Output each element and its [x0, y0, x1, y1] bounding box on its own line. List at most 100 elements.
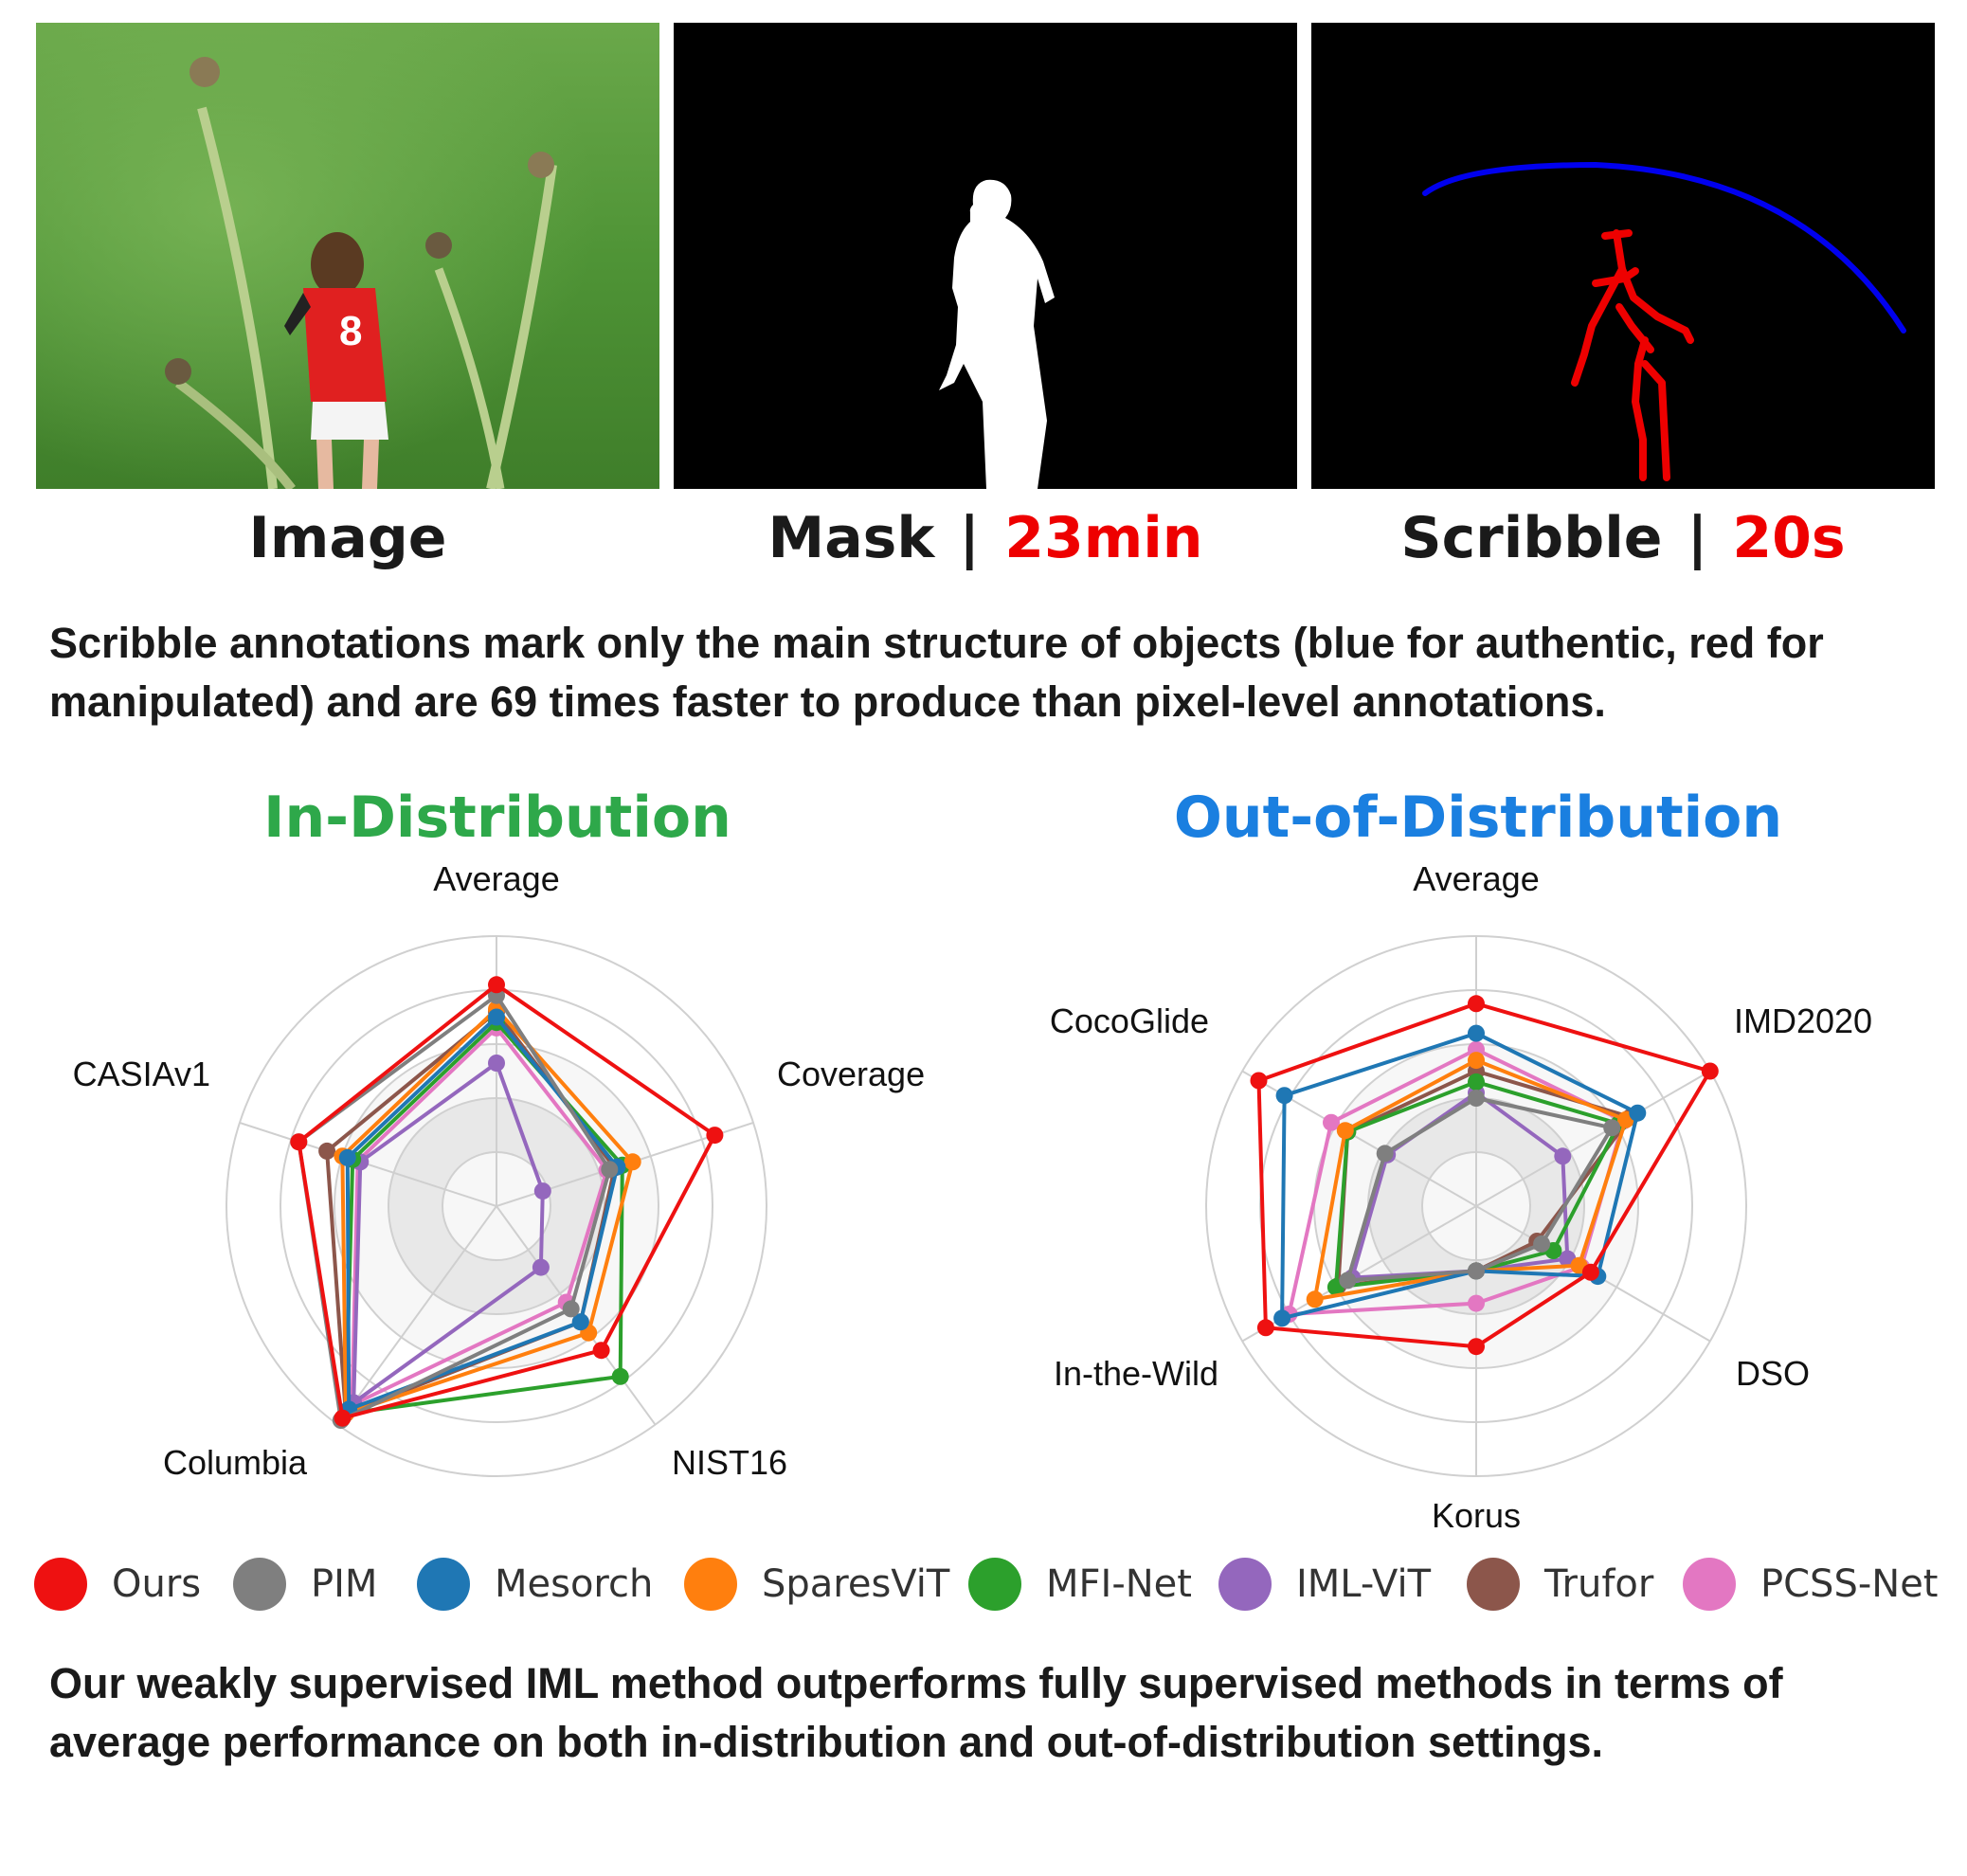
data-point-pim [601, 1161, 619, 1179]
data-point-pim [1468, 1090, 1485, 1107]
axis-label: CocoGlide [1050, 1001, 1209, 1040]
photo-panel: 8 [36, 23, 659, 489]
axis-label: Average [433, 859, 559, 898]
data-point-ours [1256, 1319, 1274, 1337]
caption-separator: | [1687, 505, 1708, 571]
data-point-sparesvit [1468, 1052, 1485, 1070]
legend-marker [1218, 1558, 1272, 1611]
mask-time-label: 23min [1004, 505, 1203, 571]
legend-item-mfi-net: MFI-Net [968, 1554, 1192, 1614]
axis-label: Korus [1432, 1496, 1521, 1535]
image-caption: Image [36, 500, 659, 576]
legend-item-iml-vit: IML-ViT [1218, 1554, 1431, 1614]
data-point-mesorch [1629, 1104, 1647, 1122]
data-point-trufor [318, 1142, 336, 1160]
legend-label: Mesorch [495, 1562, 654, 1606]
grid-spoke [1475, 1070, 1711, 1207]
legend-label: Trufor [1544, 1562, 1654, 1606]
legend-item-pim: PIM [233, 1554, 377, 1614]
series-line-mfi-net [343, 1020, 624, 1416]
mask-caption-label: Mask [767, 505, 935, 571]
data-point-ours [592, 1342, 610, 1360]
data-point-mesorch [1273, 1309, 1291, 1327]
data-point-iml-vit [532, 1258, 550, 1276]
axis-label: NIST16 [672, 1443, 787, 1482]
legend-item-trufor: Trufor [1467, 1554, 1653, 1614]
girl-in-field-photo: 8 [36, 23, 659, 489]
legend-marker [684, 1558, 737, 1611]
data-point-mfi-net [1468, 1073, 1485, 1091]
legend-item-pcss-net: PCSS-Net [1683, 1554, 1938, 1614]
axis-label: CASIAv1 [73, 1055, 210, 1093]
mask-caption: Mask | 23min [674, 500, 1297, 576]
data-point-pim [1339, 1272, 1357, 1290]
scribble-annotation [1311, 23, 1935, 489]
data-point-pcss-net [1468, 1294, 1485, 1312]
mask-panel [674, 23, 1297, 489]
data-point-mesorch [571, 1313, 589, 1331]
person-mask-silhouette [674, 23, 1297, 489]
legend: Ours PIM Mesorch SparesViT MFI-Net IML-ViT Tru… [34, 1554, 1939, 1614]
out-of-distribution-title: Out-of-Distribution [1173, 785, 1783, 851]
scribble-caption: Scribble | 20s [1311, 500, 1935, 576]
axis-label: Average [1413, 859, 1539, 898]
legend-item-mesorch: Mesorch [417, 1554, 653, 1614]
data-point-ours [1581, 1263, 1599, 1281]
legend-marker [1683, 1558, 1736, 1611]
legend-label: IML-ViT [1296, 1562, 1432, 1606]
legend-label: PIM [311, 1562, 378, 1606]
axis-label: In-the-Wild [1054, 1354, 1218, 1393]
top-description: Scribble annotations mark only the main … [49, 619, 1824, 726]
data-point-sparesvit [1306, 1290, 1324, 1308]
legend-item-ours: Ours [34, 1554, 201, 1614]
data-point-ours [1250, 1072, 1268, 1090]
axis-label: DSO [1736, 1354, 1810, 1393]
series-line-sparesvit [340, 1007, 635, 1416]
data-point-mesorch [1275, 1087, 1293, 1105]
data-point-mesorch [488, 1008, 505, 1026]
grid-spoke [336, 1205, 497, 1426]
axis-label: IMD2020 [1734, 1001, 1872, 1040]
data-point-ours [334, 1409, 352, 1427]
axis-label: Columbia [163, 1443, 308, 1482]
data-point-mesorch [338, 1148, 356, 1166]
data-point-sparesvit [623, 1153, 641, 1171]
data-point-ours [290, 1133, 308, 1151]
legend-marker [1467, 1558, 1520, 1611]
data-point-iml-vit [488, 1055, 505, 1072]
legend-marker [968, 1558, 1021, 1611]
data-point-pcss-net [1323, 1113, 1340, 1131]
caption-separator: | [959, 505, 981, 571]
scribble-time-label: 20s [1732, 505, 1846, 571]
legend-label: PCSS-Net [1760, 1562, 1939, 1606]
data-point-ours [1468, 1338, 1485, 1356]
data-point-pim [1533, 1235, 1551, 1253]
data-point-ours [706, 1127, 724, 1145]
data-point-pim [562, 1300, 580, 1318]
data-point-iml-vit [1554, 1147, 1572, 1165]
bottom-description: Our weakly supervised IML method outperf… [49, 1659, 1783, 1766]
series-line-mesorch [345, 1015, 620, 1412]
data-point-mesorch [1468, 1024, 1485, 1042]
data-point-pim [1603, 1119, 1621, 1137]
series-line-iml-vit [352, 1061, 545, 1405]
svg-text:8: 8 [339, 308, 362, 354]
legend-label: Ours [112, 1562, 202, 1606]
data-point-pim [1376, 1145, 1394, 1163]
legend-label: MFI-Net [1046, 1562, 1192, 1606]
series-line-pcss-net [350, 1025, 609, 1407]
scribble-panel [1311, 23, 1935, 489]
scribble-caption-label: Scribble [1400, 505, 1663, 571]
in-distribution-title: In-Distribution [263, 785, 731, 851]
legend-marker [34, 1558, 87, 1611]
legend-item-sparesvit: SparesViT [684, 1554, 949, 1614]
data-point-mfi-net [611, 1367, 629, 1385]
data-point-ours [1701, 1062, 1719, 1080]
data-point-pim [1468, 1262, 1485, 1280]
legend-marker [417, 1558, 470, 1611]
data-point-ours [1468, 995, 1485, 1013]
data-point-ours [488, 976, 505, 994]
